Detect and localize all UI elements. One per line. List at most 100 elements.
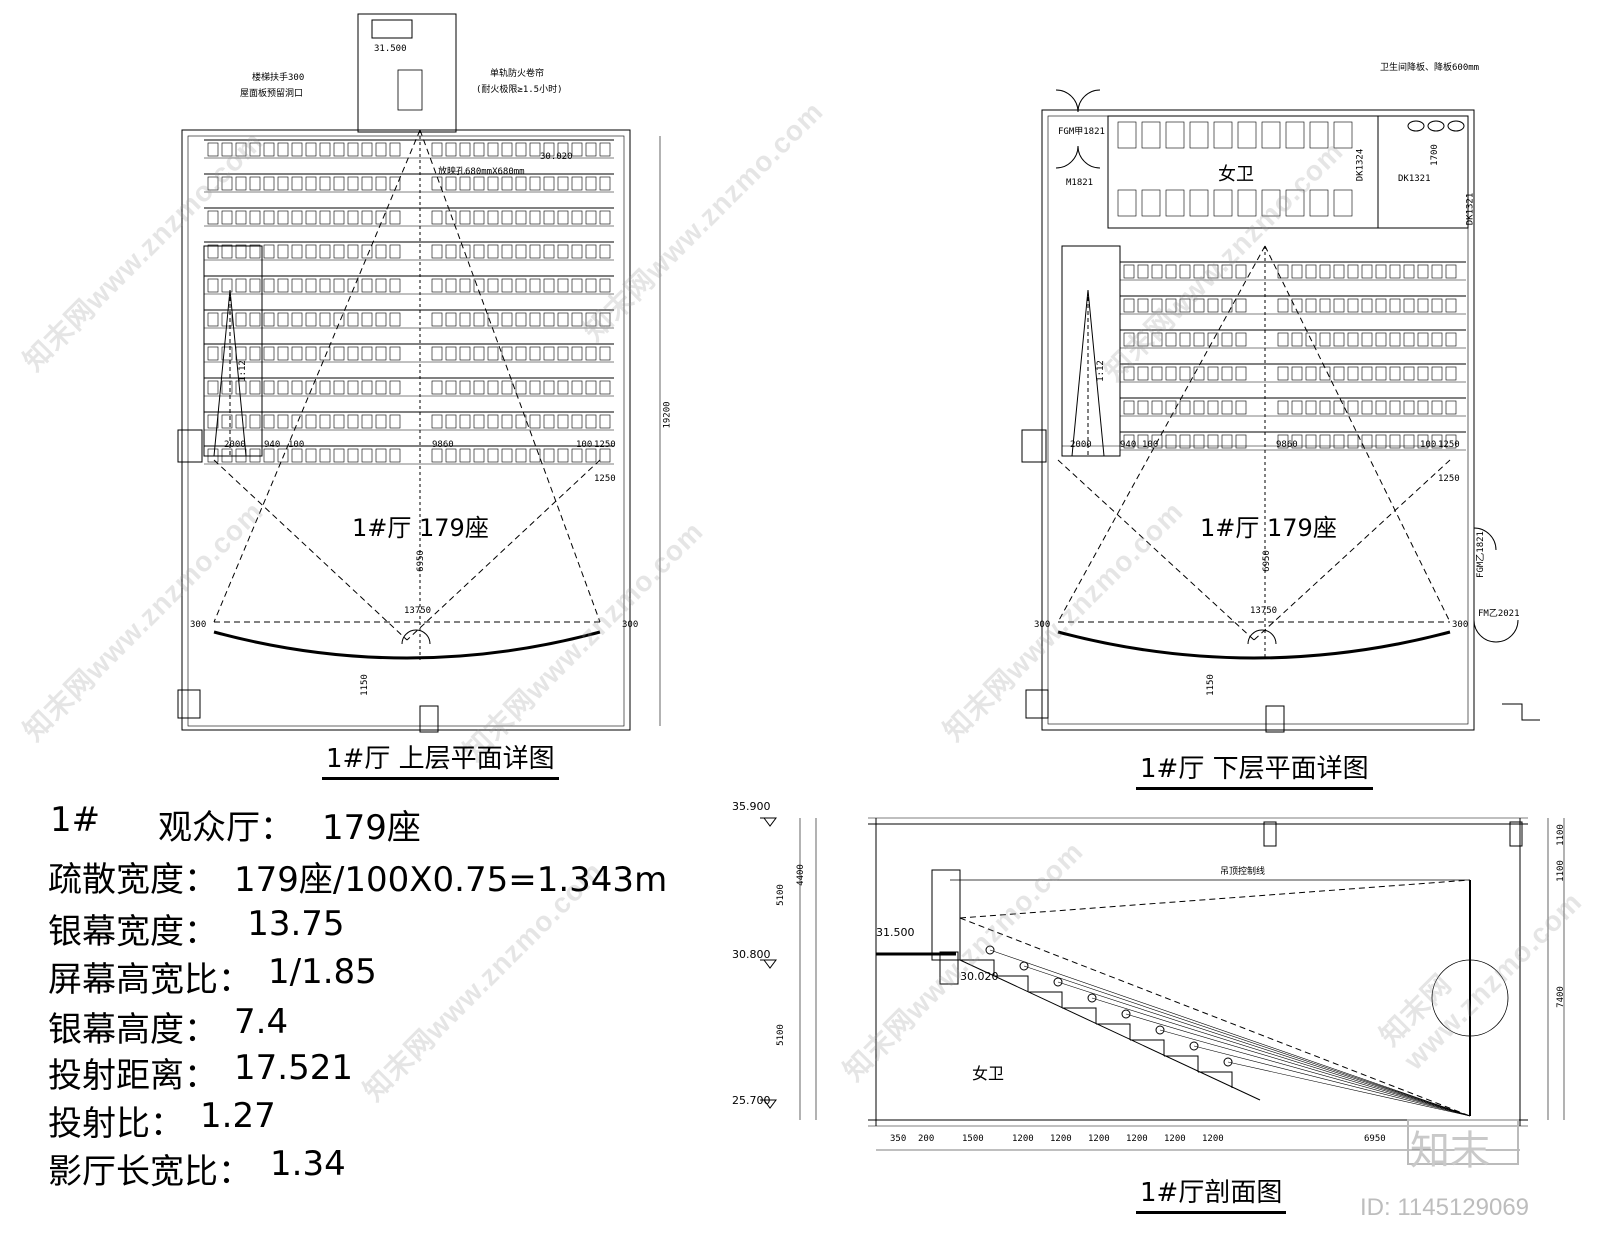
toilet-stall [1333, 189, 1353, 217]
seat [599, 346, 611, 361]
upper-dim-10: 300 [190, 620, 207, 630]
seat [1123, 366, 1135, 381]
seat [249, 210, 261, 225]
seat [431, 346, 443, 361]
upper-dim-11: 300 [622, 620, 639, 630]
spec-row-value: 179座/100X0.75=1.343m [234, 860, 668, 900]
seat [207, 142, 219, 157]
seat [277, 278, 289, 293]
seat [585, 448, 597, 463]
seat [1361, 332, 1373, 347]
upper-seat-rows [204, 139, 614, 465]
seat [557, 210, 569, 225]
seat [1361, 434, 1373, 449]
seat [1333, 400, 1345, 415]
lower-dim-11: 300 [1452, 620, 1469, 630]
seat [599, 278, 611, 293]
seat [347, 380, 359, 395]
seat [529, 380, 541, 395]
seat [375, 448, 387, 463]
section-dim-b8: 1200 [1164, 1134, 1186, 1144]
sight-line [1091, 997, 1471, 1117]
seat [221, 380, 233, 395]
seat [529, 414, 541, 429]
seat [1207, 332, 1219, 347]
spec-row-label: 银幕宽度： [48, 912, 218, 952]
seat [319, 346, 331, 361]
seat [221, 448, 233, 463]
seat [1445, 400, 1457, 415]
seat [585, 210, 597, 225]
seat [1445, 264, 1457, 279]
section-dim-l2: 4400 [795, 864, 806, 886]
sight-line [1057, 981, 1471, 1117]
seat [277, 210, 289, 225]
seat [235, 244, 247, 259]
spectator-eye [1223, 1057, 1233, 1067]
seat [319, 414, 331, 429]
seat [361, 176, 373, 191]
seat [431, 142, 443, 157]
spec-heading-value: 179座 [322, 808, 421, 848]
seat [207, 210, 219, 225]
toilet-stall [1213, 121, 1233, 149]
seat [1165, 366, 1177, 381]
lower-door-1: FGM甲1821 [1058, 127, 1105, 137]
seat [291, 346, 303, 361]
seat [487, 380, 499, 395]
seat [571, 176, 583, 191]
seat [445, 414, 457, 429]
seat [1235, 434, 1247, 449]
seat [431, 278, 443, 293]
upper-dim-5: 100 [576, 440, 593, 450]
seat [333, 176, 345, 191]
section-elev-2: 31.500 [876, 926, 915, 939]
section-ceiling-note: 吊顶控制线 [1220, 867, 1266, 877]
seat [1291, 434, 1303, 449]
seat [277, 244, 289, 259]
seat [305, 346, 317, 361]
seat [487, 278, 499, 293]
seat [445, 176, 457, 191]
seat [1291, 264, 1303, 279]
seat [599, 142, 611, 157]
seat [1179, 332, 1191, 347]
spectator-eye [1189, 1041, 1199, 1051]
seat [1305, 264, 1317, 279]
seat [1193, 366, 1205, 381]
seat [235, 312, 247, 327]
seat [1319, 298, 1331, 313]
seat [263, 176, 275, 191]
seat [1165, 332, 1177, 347]
seat [291, 142, 303, 157]
section-dim-b2: 200 [918, 1134, 935, 1144]
seat [431, 448, 443, 463]
seat [207, 176, 219, 191]
lower-dim-2: 940 [1120, 440, 1137, 450]
seat [1277, 298, 1289, 313]
seat [1151, 264, 1163, 279]
seat [1305, 400, 1317, 415]
lower-door-4: DK1321 [1398, 174, 1431, 184]
seat [585, 380, 597, 395]
seat [333, 448, 345, 463]
seat [361, 210, 373, 225]
seat [1123, 298, 1135, 313]
seat [1151, 298, 1163, 313]
seat [1137, 332, 1149, 347]
seat [291, 312, 303, 327]
toilet-stall [1285, 121, 1305, 149]
seat [1431, 366, 1443, 381]
upper-hall-label: 1#厅 179座 [352, 514, 489, 542]
seat [557, 278, 569, 293]
seat [291, 278, 303, 293]
seat [585, 414, 597, 429]
seat [529, 346, 541, 361]
seat [347, 210, 359, 225]
section-drawing [760, 817, 1565, 1151]
seat [431, 380, 443, 395]
seat [599, 448, 611, 463]
seat [305, 414, 317, 429]
seat [1333, 434, 1345, 449]
seat [221, 210, 233, 225]
